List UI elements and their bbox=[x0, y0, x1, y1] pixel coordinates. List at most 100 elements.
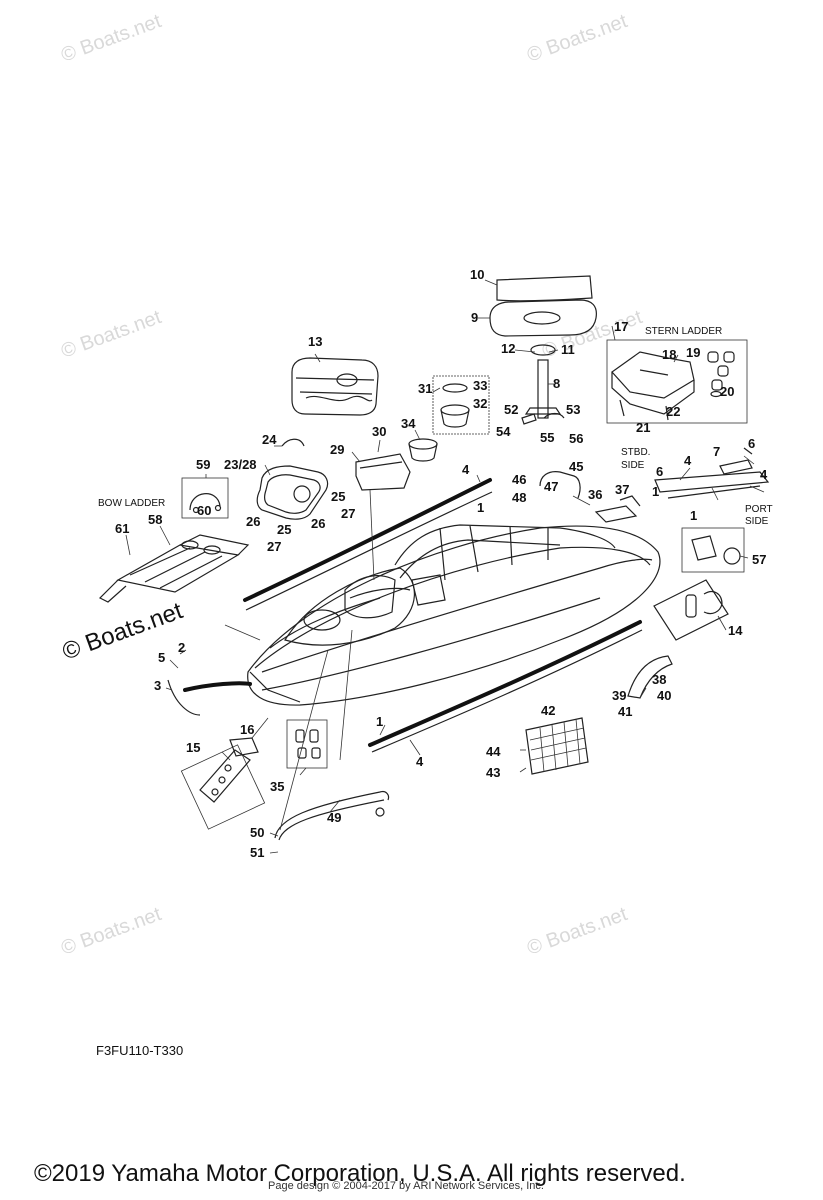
callout-9: 9 bbox=[471, 310, 478, 325]
part-23-panel bbox=[256, 438, 329, 520]
callout-32: 32 bbox=[473, 396, 487, 411]
callout-22: 22 bbox=[666, 404, 680, 419]
callout-3: 3 bbox=[154, 678, 161, 693]
leader-lines bbox=[125, 279, 765, 854]
watermark-top-left: © Boats.net bbox=[58, 10, 164, 67]
watermark-bottom-left: © Boats.net bbox=[58, 903, 164, 960]
part-14-bracket bbox=[653, 579, 729, 641]
callout-19: 19 bbox=[686, 345, 700, 360]
callout-31: 31 bbox=[418, 381, 432, 396]
copyright-notice: ©2019 Yamaha Motor Corporation, U.S.A. A… bbox=[34, 1160, 686, 1187]
part-35-lights bbox=[286, 719, 328, 769]
part-59-hardware bbox=[181, 477, 229, 519]
part-45-handle bbox=[539, 471, 581, 499]
callout-49: 49 bbox=[327, 810, 341, 825]
callout-52: 52 bbox=[504, 402, 518, 417]
callout-5: 5 bbox=[158, 650, 165, 665]
callout-4b: 4 bbox=[684, 453, 692, 468]
callout-24: 24 bbox=[262, 432, 277, 447]
callout-35: 35 bbox=[270, 779, 284, 794]
callout-6b: 6 bbox=[656, 464, 663, 479]
port-label: PORT bbox=[745, 504, 773, 515]
stbd-side-label: SIDE bbox=[621, 460, 645, 471]
callout-36: 36 bbox=[588, 487, 602, 502]
callout-42: 42 bbox=[541, 703, 555, 718]
callout-23-28: 23/28 bbox=[224, 457, 257, 472]
part-31-cupholder bbox=[432, 375, 490, 435]
port-side-label: SIDE bbox=[745, 516, 769, 527]
callout-51: 51 bbox=[250, 845, 264, 860]
callout-1b: 1 bbox=[652, 484, 659, 499]
rub-rail-upper bbox=[243, 478, 493, 611]
callout-15: 15 bbox=[186, 740, 200, 755]
callout-1a: 1 bbox=[477, 500, 484, 515]
page-design-notice: Page design © 2004-2017 by ARI Network S… bbox=[268, 1180, 544, 1192]
part-9-base bbox=[489, 299, 597, 337]
part-15-assembly bbox=[180, 737, 266, 830]
callout-33: 33 bbox=[473, 378, 487, 393]
callout-14: 14 bbox=[728, 623, 743, 638]
callout-1c: 1 bbox=[690, 508, 697, 523]
callout-4a: 4 bbox=[462, 462, 470, 477]
bow-strips bbox=[167, 679, 252, 716]
bow-ladder-label: BOW LADDER bbox=[98, 498, 165, 509]
callout-44: 44 bbox=[486, 744, 501, 759]
part-49-rail bbox=[274, 790, 390, 841]
callout-38: 38 bbox=[652, 672, 666, 687]
rub-rail-lower bbox=[368, 620, 643, 753]
callout-34: 34 bbox=[401, 416, 416, 431]
callout-27a: 27 bbox=[267, 539, 281, 554]
watermark-big: © Boats.net bbox=[59, 597, 187, 665]
callout-41: 41 bbox=[618, 704, 632, 719]
callout-58: 58 bbox=[148, 512, 162, 527]
callout-21: 21 bbox=[636, 420, 650, 435]
callout-20: 20 bbox=[720, 384, 734, 399]
part-42-net bbox=[525, 717, 589, 775]
callout-48: 48 bbox=[512, 490, 526, 505]
callout-39: 39 bbox=[612, 688, 626, 703]
callout-26b: 26 bbox=[311, 516, 325, 531]
callout-55: 55 bbox=[540, 430, 554, 445]
callout-57: 57 bbox=[752, 552, 766, 567]
watermark-mid-left: © Boats.net bbox=[58, 306, 164, 363]
callout-43: 43 bbox=[486, 765, 500, 780]
part-52-brackets bbox=[521, 412, 565, 425]
callout-16: 16 bbox=[240, 722, 254, 737]
callout-56: 56 bbox=[569, 431, 583, 446]
part-13-cooler bbox=[291, 357, 379, 416]
callout-59: 59 bbox=[196, 457, 210, 472]
callout-37: 37 bbox=[615, 482, 629, 497]
callout-17: 17 bbox=[614, 319, 628, 334]
callout-13: 13 bbox=[308, 334, 322, 349]
stern-ladder-label: STERN LADDER bbox=[645, 326, 722, 337]
part-36-rail-end bbox=[594, 495, 641, 523]
part-38-fender bbox=[627, 655, 673, 699]
stbd-label: STBD. bbox=[621, 447, 650, 458]
callout-30: 30 bbox=[372, 424, 386, 439]
callout-47: 47 bbox=[544, 479, 558, 494]
callout-4c: 4 bbox=[760, 467, 768, 482]
callout-25a: 25 bbox=[277, 522, 291, 537]
part-57-plate bbox=[681, 527, 745, 573]
callout-40: 40 bbox=[657, 688, 671, 703]
callout-53: 53 bbox=[566, 402, 580, 417]
callout-6a: 6 bbox=[748, 436, 755, 451]
callout-50: 50 bbox=[250, 825, 264, 840]
callout-25b: 25 bbox=[331, 489, 345, 504]
watermark-top-right: © Boats.net bbox=[524, 10, 630, 67]
callout-18: 18 bbox=[662, 347, 676, 362]
callout-10: 10 bbox=[470, 267, 484, 282]
callout-54: 54 bbox=[496, 424, 511, 439]
callout-60: 60 bbox=[197, 503, 211, 518]
callout-8: 8 bbox=[553, 376, 560, 391]
callout-61: 61 bbox=[115, 521, 129, 536]
boat-hull bbox=[247, 524, 661, 706]
callout-7: 7 bbox=[713, 444, 720, 459]
callout-2: 2 bbox=[178, 640, 185, 655]
part-10-cushion bbox=[496, 275, 593, 302]
callout-27b: 27 bbox=[341, 506, 355, 521]
part-34-cup bbox=[408, 438, 438, 462]
part-port-stbd-rail bbox=[654, 447, 770, 499]
callout-4d: 4 bbox=[416, 754, 424, 769]
